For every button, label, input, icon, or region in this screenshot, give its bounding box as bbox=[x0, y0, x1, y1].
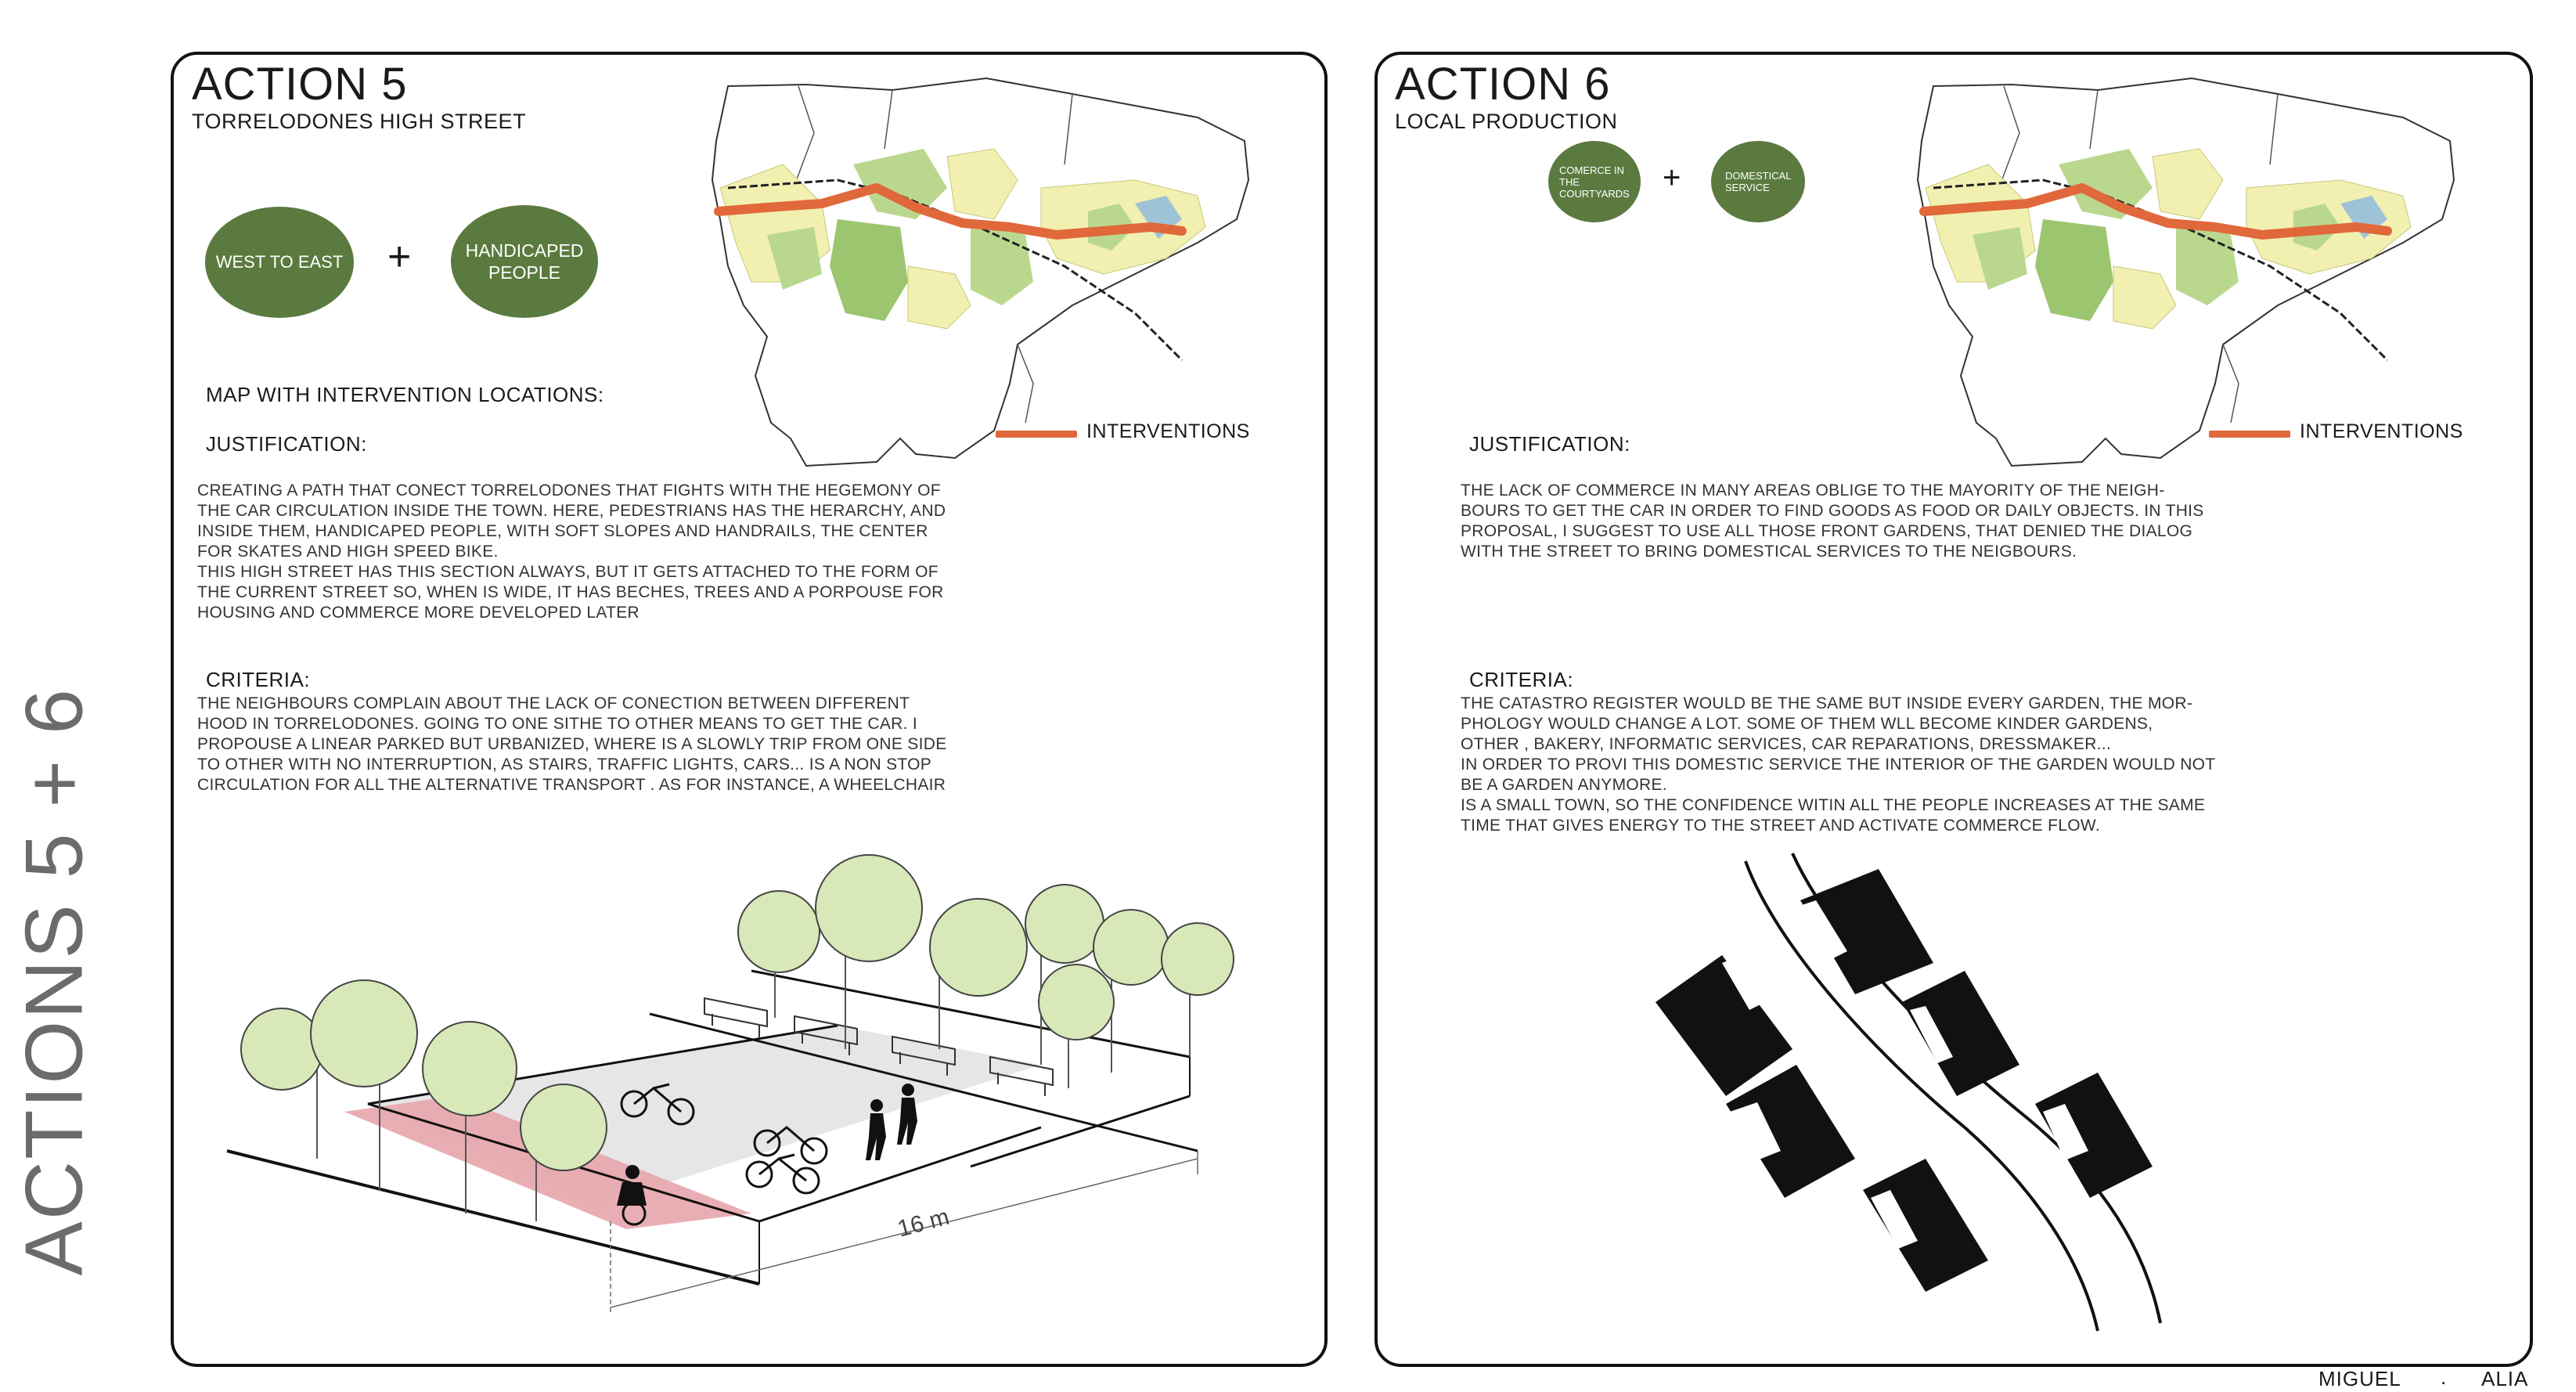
action6-title: ACTION 6 bbox=[1395, 59, 1611, 110]
action6-subtitle: LOCAL PRODUCTION bbox=[1395, 110, 1618, 133]
action5-bubble-handicaped-people: HANDICAPED PEOPLE bbox=[451, 205, 598, 318]
action5-justification-text: CREATING A PATH THAT CONECT TORRELODONES… bbox=[197, 481, 946, 622]
credit-separator: . bbox=[2441, 1365, 2448, 1389]
street-trees bbox=[240, 854, 1234, 1221]
action5-legend-label: INTERVENTIONS bbox=[1086, 420, 1250, 442]
action6-plus: + bbox=[1663, 160, 1681, 195]
dimension-label: 16 m bbox=[895, 1204, 952, 1242]
map-intervention-route bbox=[1919, 183, 2392, 240]
courtyard-gardens bbox=[1722, 900, 2088, 1249]
action5-plus: + bbox=[387, 234, 412, 279]
action6-criteria-heading: CRITERIA: bbox=[1469, 668, 1574, 691]
side-title: ACTIONS 5 + 6 bbox=[9, 687, 100, 1276]
credit-last-name: ALIA bbox=[2481, 1367, 2529, 1390]
action5-legend-line bbox=[996, 431, 1077, 438]
courtyards-diagram bbox=[1655, 853, 2162, 1332]
action5-criteria-heading: CRITERIA: bbox=[206, 668, 311, 691]
action6-legend-line bbox=[2209, 431, 2290, 438]
action6-legend-label: INTERVENTIONS bbox=[2300, 420, 2463, 442]
action5-justification-heading: JUSTIFICATION: bbox=[206, 432, 367, 456]
street-benches bbox=[704, 997, 1054, 1096]
action5-map bbox=[711, 77, 1250, 467]
credit-first-name: MIGUEL bbox=[2318, 1367, 2401, 1390]
action5-title: ACTION 5 bbox=[192, 59, 408, 110]
action5-criteria-text: THE NEIGHBOURS COMPLAIN ABOUT THE LACK O… bbox=[197, 694, 947, 794]
action6-justification-text: THE LACK OF COMMERCE IN MANY AREAS OBLIG… bbox=[1461, 481, 2204, 561]
action6-bubble-domestical-service: DOMESTICAL SERVICE bbox=[1711, 141, 1805, 222]
action6-criteria-text: THE CATASTRO REGISTER WOULD BE THE SAME … bbox=[1461, 694, 2216, 835]
action5-bubble-west-to-east: WEST TO EAST bbox=[205, 207, 354, 318]
action6-map bbox=[1916, 77, 2455, 467]
action6-justification-heading: JUSTIFICATION: bbox=[1469, 432, 1630, 456]
courtyard-blocks bbox=[1655, 869, 2153, 1292]
map-zones bbox=[719, 148, 1206, 330]
street-curve bbox=[1744, 860, 2099, 1332]
action6-bubble-comerce-courtyards: COMERCE IN THE COURTYARDS bbox=[1548, 141, 1641, 222]
street-section-illustration: 16 m bbox=[226, 854, 1234, 1315]
street-bikes bbox=[620, 1083, 828, 1195]
action5-subtitle: TORRELODONES HIGH STREET bbox=[192, 110, 527, 133]
map-intervention-route bbox=[714, 183, 1187, 240]
action5-map-heading: MAP WITH INTERVENTION LOCATIONS: bbox=[206, 383, 604, 406]
street-pedestrians bbox=[617, 1084, 917, 1226]
